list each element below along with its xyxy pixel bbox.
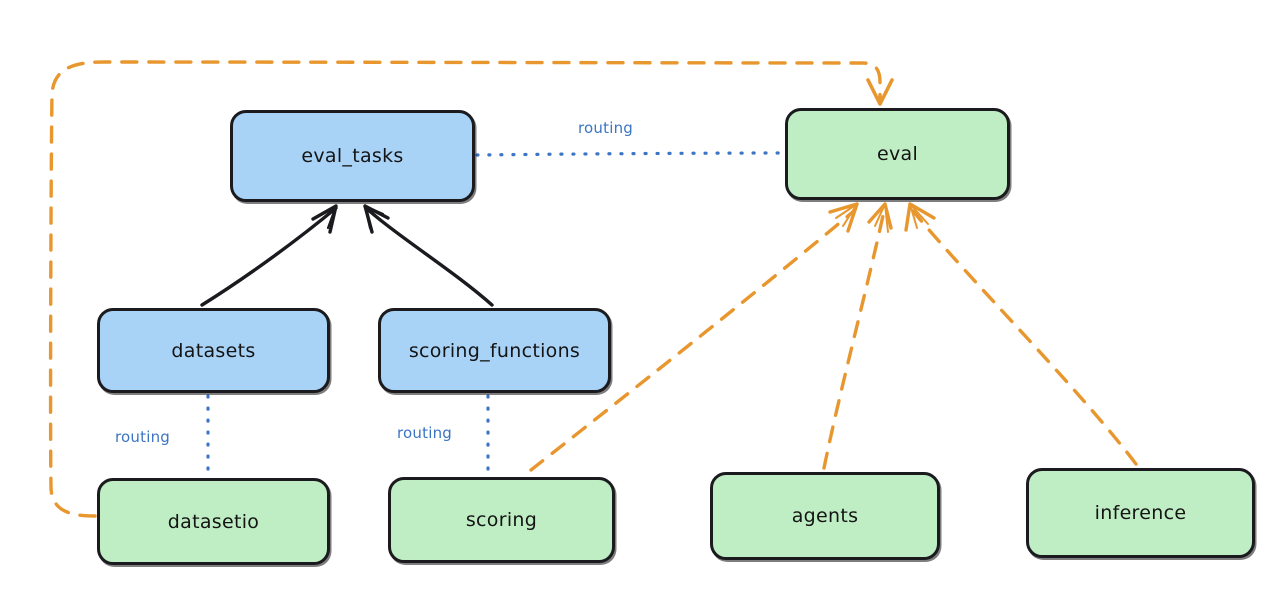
edge-eval-tasks-to-eval (475, 151, 785, 157)
edge-datasets-to-eval-tasks (200, 204, 338, 307)
edge-scoring-functions-to-eval-tasks (363, 204, 494, 307)
node-scoring-functions-label: scoring_functions (408, 339, 581, 362)
node-eval[interactable]: eval (785, 108, 1010, 200)
node-eval-tasks-label: eval_tasks (301, 145, 404, 167)
node-inference-label: inference (1094, 502, 1187, 524)
node-eval-tasks[interactable]: eval_tasks (230, 110, 475, 202)
edge-agents-to-eval (822, 202, 893, 470)
node-datasets[interactable]: datasets (97, 308, 330, 393)
edge-inference-to-eval (904, 202, 1138, 466)
node-scoring-functions[interactable]: scoring_functions (378, 308, 611, 393)
node-datasetio[interactable]: datasetio (97, 478, 330, 565)
node-datasets-label: datasets (171, 339, 256, 362)
edge-datasetio-to-eval (48, 60, 894, 518)
edge-label-routing-datasets-to-datasetio: routing (115, 428, 170, 446)
node-scoring-label: scoring (465, 509, 538, 531)
node-agents[interactable]: agents (710, 472, 940, 560)
node-scoring[interactable]: scoring (388, 477, 615, 563)
node-datasetio-label: datasetio (167, 510, 260, 533)
node-eval-label: eval (876, 143, 919, 165)
edge-label-routing-eval-tasks-to-eval: routing (578, 119, 633, 137)
node-inference[interactable]: inference (1026, 468, 1255, 558)
edge-scoring-to-eval (529, 202, 859, 472)
edge-label-routing-scoring-functions-to-scoring: routing (397, 424, 452, 442)
node-agents-label: agents (791, 505, 859, 527)
